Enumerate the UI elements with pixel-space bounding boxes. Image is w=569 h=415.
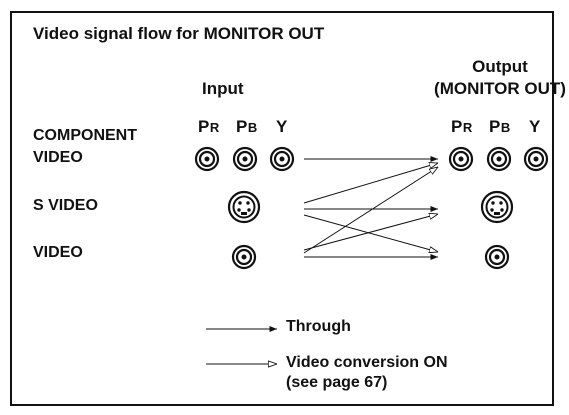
video-output-jack xyxy=(484,244,510,270)
legend-conversion-label-line2: (see page 67) xyxy=(286,374,388,391)
jack-output-pb xyxy=(486,146,512,172)
jack-output-pr xyxy=(448,146,474,172)
legend-conversion-label-line1: Video conversion ON xyxy=(286,354,448,371)
row-label-component-line1: COMPONENT xyxy=(33,127,137,144)
row-label-video: VIDEO xyxy=(33,244,83,261)
diagram-title: Video signal flow for MONITOR OUT xyxy=(33,24,325,43)
jack-input-pr xyxy=(194,146,220,172)
arrow-s-video-to-component xyxy=(303,163,438,204)
input-y-label: Y xyxy=(276,117,288,136)
jack-input-pb xyxy=(232,146,258,172)
output-pr-label: PR xyxy=(451,117,473,136)
diagram-frame xyxy=(10,11,554,406)
output-pb-label: PB xyxy=(489,117,511,136)
row-label-s-video: S VIDEO xyxy=(33,197,98,214)
arrow-s-video-to-video xyxy=(303,214,438,252)
jack-output-y xyxy=(523,146,549,172)
video-input-jack xyxy=(231,244,257,270)
row-label-component-line2: VIDEO xyxy=(33,149,83,166)
input-pr-label: PR xyxy=(198,117,220,136)
legend-through-label: Through xyxy=(286,318,351,335)
s-video-output-connector xyxy=(480,190,514,224)
arrow-video-to-s-video xyxy=(303,214,438,251)
output-y-label: Y xyxy=(529,117,541,136)
output-heading-line2: (MONITOR OUT) xyxy=(434,79,566,98)
arrow-video-to-component xyxy=(303,167,438,254)
s-video-input-connector xyxy=(227,190,261,224)
input-heading: Input xyxy=(202,79,244,98)
jack-input-y xyxy=(269,146,295,172)
output-heading-line1: Output xyxy=(472,57,528,76)
input-pb-label: PB xyxy=(236,117,258,136)
